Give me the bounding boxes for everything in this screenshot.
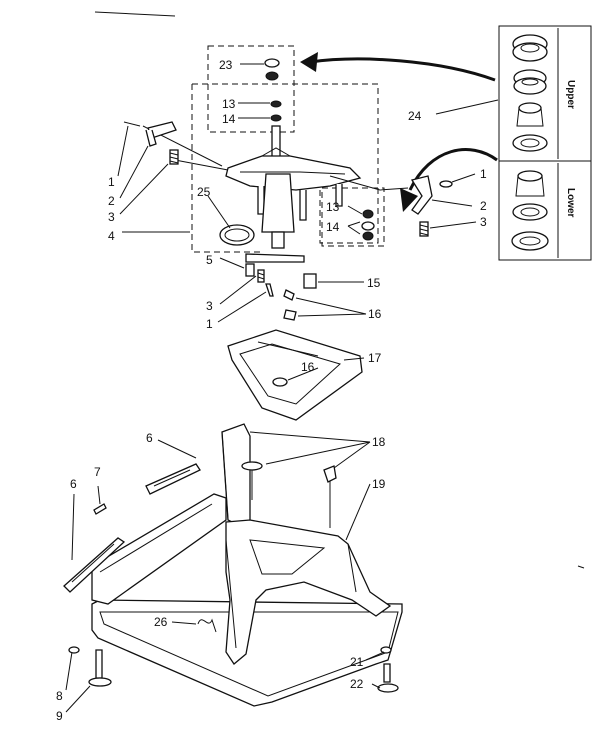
box-drive-assembly [192, 83, 379, 244]
box-drive-assembly-left [191, 84, 262, 253]
callout-3-right: 3 [480, 215, 487, 229]
callout-1-lower: 1 [206, 317, 213, 331]
callout-2-right: 2 [480, 199, 487, 213]
scan-mark-right [577, 565, 585, 569]
callout-1-right: 1 [480, 167, 487, 181]
foot-left [68, 646, 112, 687]
lower-bracket [245, 253, 317, 321]
foot-right [377, 646, 399, 693]
upper-arrow-head [300, 52, 318, 72]
callout-19: 19 [372, 477, 386, 491]
callout-23: 23 [219, 58, 233, 72]
base-frame [91, 423, 403, 707]
lower-bearing-parts [511, 170, 549, 251]
part-13-14 [270, 100, 282, 122]
callout-14-right: 14 [326, 220, 340, 234]
callout-7: 7 [94, 465, 101, 479]
callout-13-top: 13 [222, 97, 236, 111]
callout-numbers: 23 13 14 24 1 2 3 4 25 1 2 3 13 14 5 3 1… [56, 58, 487, 723]
callout-16-lower: 16 [301, 360, 315, 374]
part-23 [264, 58, 280, 81]
scan-mark [94, 11, 176, 17]
part-26-spring [197, 618, 217, 633]
callout-16-upper: 16 [368, 307, 382, 321]
callout-15: 15 [367, 276, 381, 290]
rail-6-lower [63, 537, 126, 593]
callout-17: 17 [368, 351, 382, 365]
callout-14-top: 14 [222, 112, 236, 126]
callout-3-lower: 3 [206, 299, 213, 313]
bracket-right [410, 175, 453, 237]
bearing-inset: Upper Lower [498, 25, 592, 261]
lower-arrow-head [400, 188, 418, 212]
callout-13-right: 13 [326, 200, 340, 214]
callout-25: 25 [197, 185, 211, 199]
rail-6-upper [145, 463, 201, 495]
box-23-13-14 [207, 45, 295, 133]
callout-22: 22 [350, 677, 364, 691]
callout-21: 21 [350, 655, 364, 669]
callout-8: 8 [56, 689, 63, 703]
bracket-left [123, 121, 179, 165]
callout-4: 4 [108, 229, 115, 243]
callout-6-lower: 6 [70, 477, 77, 491]
callout-6-upper: 6 [146, 431, 153, 445]
callout-9: 9 [56, 709, 63, 723]
callout-2-left: 2 [108, 194, 115, 208]
callout-3-left: 3 [108, 210, 115, 224]
part-7 [93, 503, 107, 515]
inset-upper-label: Upper [565, 80, 576, 109]
upper-arrow [309, 57, 496, 82]
box-13-14-right [321, 187, 385, 247]
callout-5: 5 [206, 253, 213, 267]
callout-26: 26 [154, 615, 168, 629]
lower-arrow [408, 148, 498, 191]
drive-assembly [142, 125, 409, 249]
leader-lines [65, 63, 499, 713]
callout-18: 18 [372, 435, 386, 449]
upper-bearing-parts [512, 34, 548, 152]
callout-24: 24 [408, 109, 422, 123]
inset-lower-label: Lower [565, 188, 576, 218]
part-17-plate [227, 329, 363, 421]
part-13-14-right [361, 209, 375, 241]
callout-1-left: 1 [108, 175, 115, 189]
part-25-ring [219, 224, 255, 246]
